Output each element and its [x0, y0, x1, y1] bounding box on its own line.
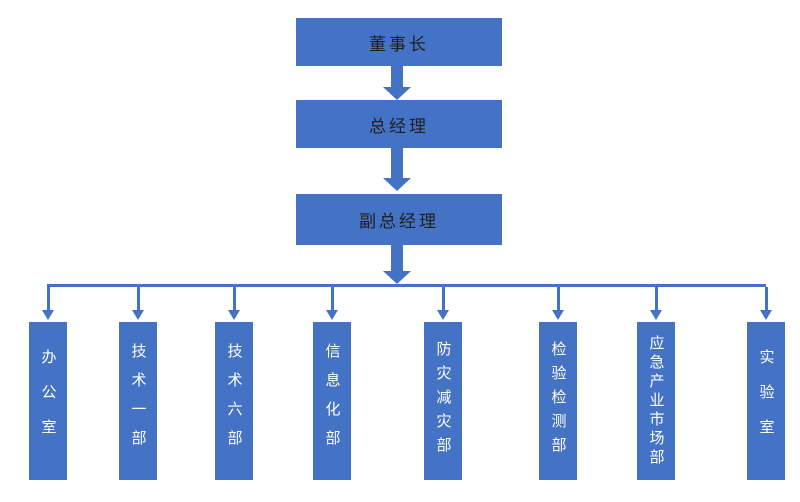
connector-dept-office-arrow-icon [42, 310, 54, 320]
dept-emergency-industry-market-label: 应急产业市场部 [647, 334, 666, 468]
connector-dept-laboratory-arrow-icon [760, 310, 772, 320]
arrow-down-1-stem [391, 66, 403, 87]
org-node-chairman: 董事长 [296, 18, 502, 66]
dept-disaster-prevention-label: 防灾减灾部 [434, 341, 453, 461]
connector-dept-laboratory [765, 287, 768, 310]
connector-dept-tech-1-arrow-icon [132, 310, 144, 320]
connector-rail [47, 284, 766, 287]
connector-dept-tech-6-arrow-icon [228, 310, 240, 320]
org-node-deputy-general-manager: 副总经理 [296, 194, 502, 245]
dept-informatization: 信息化部 [313, 322, 351, 480]
dept-disaster-prevention: 防灾减灾部 [424, 322, 462, 480]
arrow-down-2-stem [391, 148, 403, 178]
dept-informatization-label: 信息化部 [323, 343, 342, 459]
connector-dept-inspection-testing-arrow-icon [552, 310, 564, 320]
dept-laboratory-label: 实验室 [757, 348, 776, 454]
arrow-down-3-stem [391, 245, 403, 272]
dept-tech-6-label: 技术六部 [225, 343, 244, 459]
connector-dept-office [47, 287, 50, 310]
connector-dept-disaster-prevention [442, 287, 445, 310]
connector-dept-tech-1 [137, 287, 140, 310]
connector-dept-informatization-arrow-icon [326, 310, 338, 320]
arrow-down-2-head-icon [383, 178, 411, 191]
dept-tech-6: 技术六部 [215, 322, 253, 480]
org-node-deputy-general-manager-label: 副总经理 [359, 212, 439, 232]
connector-dept-inspection-testing [557, 287, 560, 310]
connector-dept-disaster-prevention-arrow-icon [437, 310, 449, 320]
org-node-general-manager: 总经理 [296, 100, 502, 148]
arrow-down-1-head-icon [383, 87, 411, 100]
connector-dept-tech-6 [233, 287, 236, 310]
dept-tech-1: 技术一部 [119, 322, 157, 480]
dept-inspection-testing: 检验检测部 [539, 322, 577, 480]
org-node-chairman-label: 董事长 [369, 34, 429, 55]
dept-office-label: 办公室 [39, 348, 58, 454]
arrow-down-3-head-icon [383, 271, 411, 284]
connector-dept-informatization [331, 287, 334, 310]
dept-emergency-industry-market: 应急产业市场部 [637, 322, 675, 480]
connector-dept-emergency-industry-market-arrow-icon [650, 310, 662, 320]
dept-inspection-testing-label: 检验检测部 [549, 341, 568, 461]
dept-office: 办公室 [29, 322, 67, 480]
connector-dept-emergency-industry-market [655, 287, 658, 310]
org-node-general-manager-label: 总经理 [369, 116, 429, 137]
dept-laboratory: 实验室 [747, 322, 785, 480]
dept-tech-1-label: 技术一部 [129, 343, 148, 459]
